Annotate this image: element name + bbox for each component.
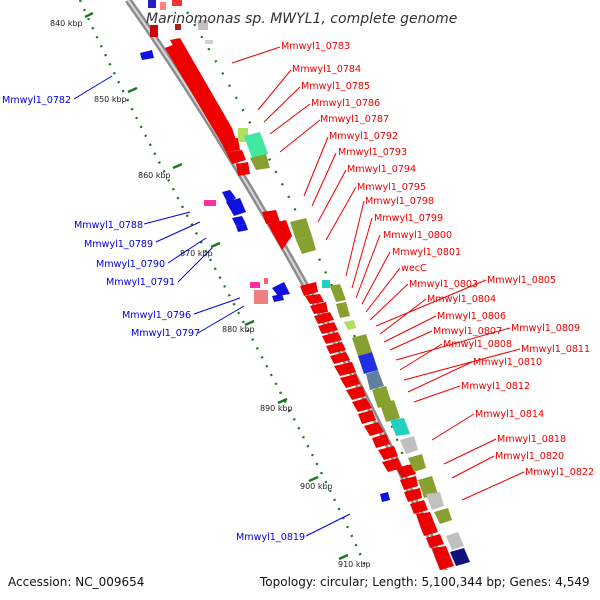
gene-label[interactable]: Mmwyl1_0807 [433,326,502,337]
gc-content-track [78,0,369,570]
gene-label[interactable]: Mmwyl1_0818 [497,434,566,445]
gene-label[interactable]: Mmwyl1_0803 [409,279,478,290]
cog-blocks [238,128,470,566]
gene-label[interactable]: Mmwyl1_0792 [329,131,398,142]
gene-label[interactable]: Mmwyl1_0819 [236,532,305,543]
gene-label[interactable]: Mmwyl1_0794 [347,164,416,175]
topology-text: Topology: circular; Length: 5,100,344 bp… [259,575,590,589]
gene-label[interactable]: Mmwyl1_0791 [106,277,175,288]
forward-genes [165,38,454,570]
gene-label[interactable]: Mmwyl1_0797 [131,328,200,339]
reverse-genes [140,50,390,502]
tick-marks [84,11,349,561]
kbp-label: 900 kbp [300,482,333,491]
gene-label[interactable]: Mmwyl1_0799 [374,213,443,224]
genome-title: Marinomonas sp. MWYL1, complete genome [146,11,457,27]
gene-label[interactable]: Mmwyl1_0790 [96,259,165,270]
gene-label[interactable]: Mmwyl1_0783 [281,41,350,52]
gene-label[interactable]: Mmwyl1_0800 [383,230,452,241]
genome-backbone [125,0,448,570]
misc-features [204,200,268,304]
reverse-gene-labels: Mmwyl1_0782 Mmwyl1_0788 Mmwyl1_0789 Mmwy… [2,95,305,543]
genome-backbone-highlight [127,0,445,570]
gene-label[interactable]: Mmwyl1_0786 [311,98,380,109]
accession-text: Accession: NC_009654 [8,575,144,589]
top-features [148,0,213,44]
gene-label[interactable]: Mmwyl1_0822 [525,467,594,478]
map-graphics: 840 kbp 850 kbp 860 kbp 870 kbp 880 kbp … [50,0,525,570]
kbp-label: 870 kbp [180,249,213,258]
gene-label[interactable]: Mmwyl1_0789 [84,239,153,250]
gene-label[interactable]: Mmwyl1_0784 [292,64,361,75]
gene-label[interactable]: Mmwyl1_0814 [475,409,544,420]
gene-label[interactable]: Mmwyl1_0812 [461,381,530,392]
gene-label[interactable]: Mmwyl1_0806 [437,311,506,322]
gene-label[interactable]: Mmwyl1_0787 [320,114,389,125]
gene-label[interactable]: Mmwyl1_0811 [521,344,590,355]
gene-label[interactable]: Mmwyl1_0809 [511,323,580,334]
kbp-label: 840 kbp [50,19,83,28]
gene-label[interactable]: Mmwyl1_0798 [365,196,434,207]
gene-label[interactable]: Mmwyl1_0785 [301,81,370,92]
gene-label[interactable]: Mmwyl1_0810 [473,357,542,368]
gene-label[interactable]: wecC [401,263,427,274]
gene-label[interactable]: Mmwyl1_0801 [392,247,461,258]
gene-label[interactable]: Mmwyl1_0808 [443,339,512,350]
gene-label[interactable]: Mmwyl1_0796 [122,310,191,321]
reverse-label-leaders [73,75,351,537]
gene-label[interactable]: Mmwyl1_0804 [427,294,496,305]
kbp-label: 910 kbp [338,560,371,569]
forward-gene-labels: Mmwyl1_0783 Mmwyl1_0784 Mmwyl1_0785 Mmwy… [281,41,594,478]
kbp-label: 860 kbp [138,171,171,180]
gene-label[interactable]: Mmwyl1_0805 [487,275,556,286]
gene-label[interactable]: Mmwyl1_0788 [74,220,143,231]
kbp-label: 880 kbp [222,325,255,334]
kbp-label: 890 kbp [260,404,293,413]
gene-label[interactable]: Mmwyl1_0820 [495,451,564,462]
kbp-label: 850 kbp [94,95,127,104]
gene-label[interactable]: Mmwyl1_0793 [338,147,407,158]
gene-label[interactable]: Mmwyl1_0795 [357,182,426,193]
gene-label[interactable]: Mmwyl1_0782 [2,95,71,106]
forward-label-leaders [231,46,525,501]
